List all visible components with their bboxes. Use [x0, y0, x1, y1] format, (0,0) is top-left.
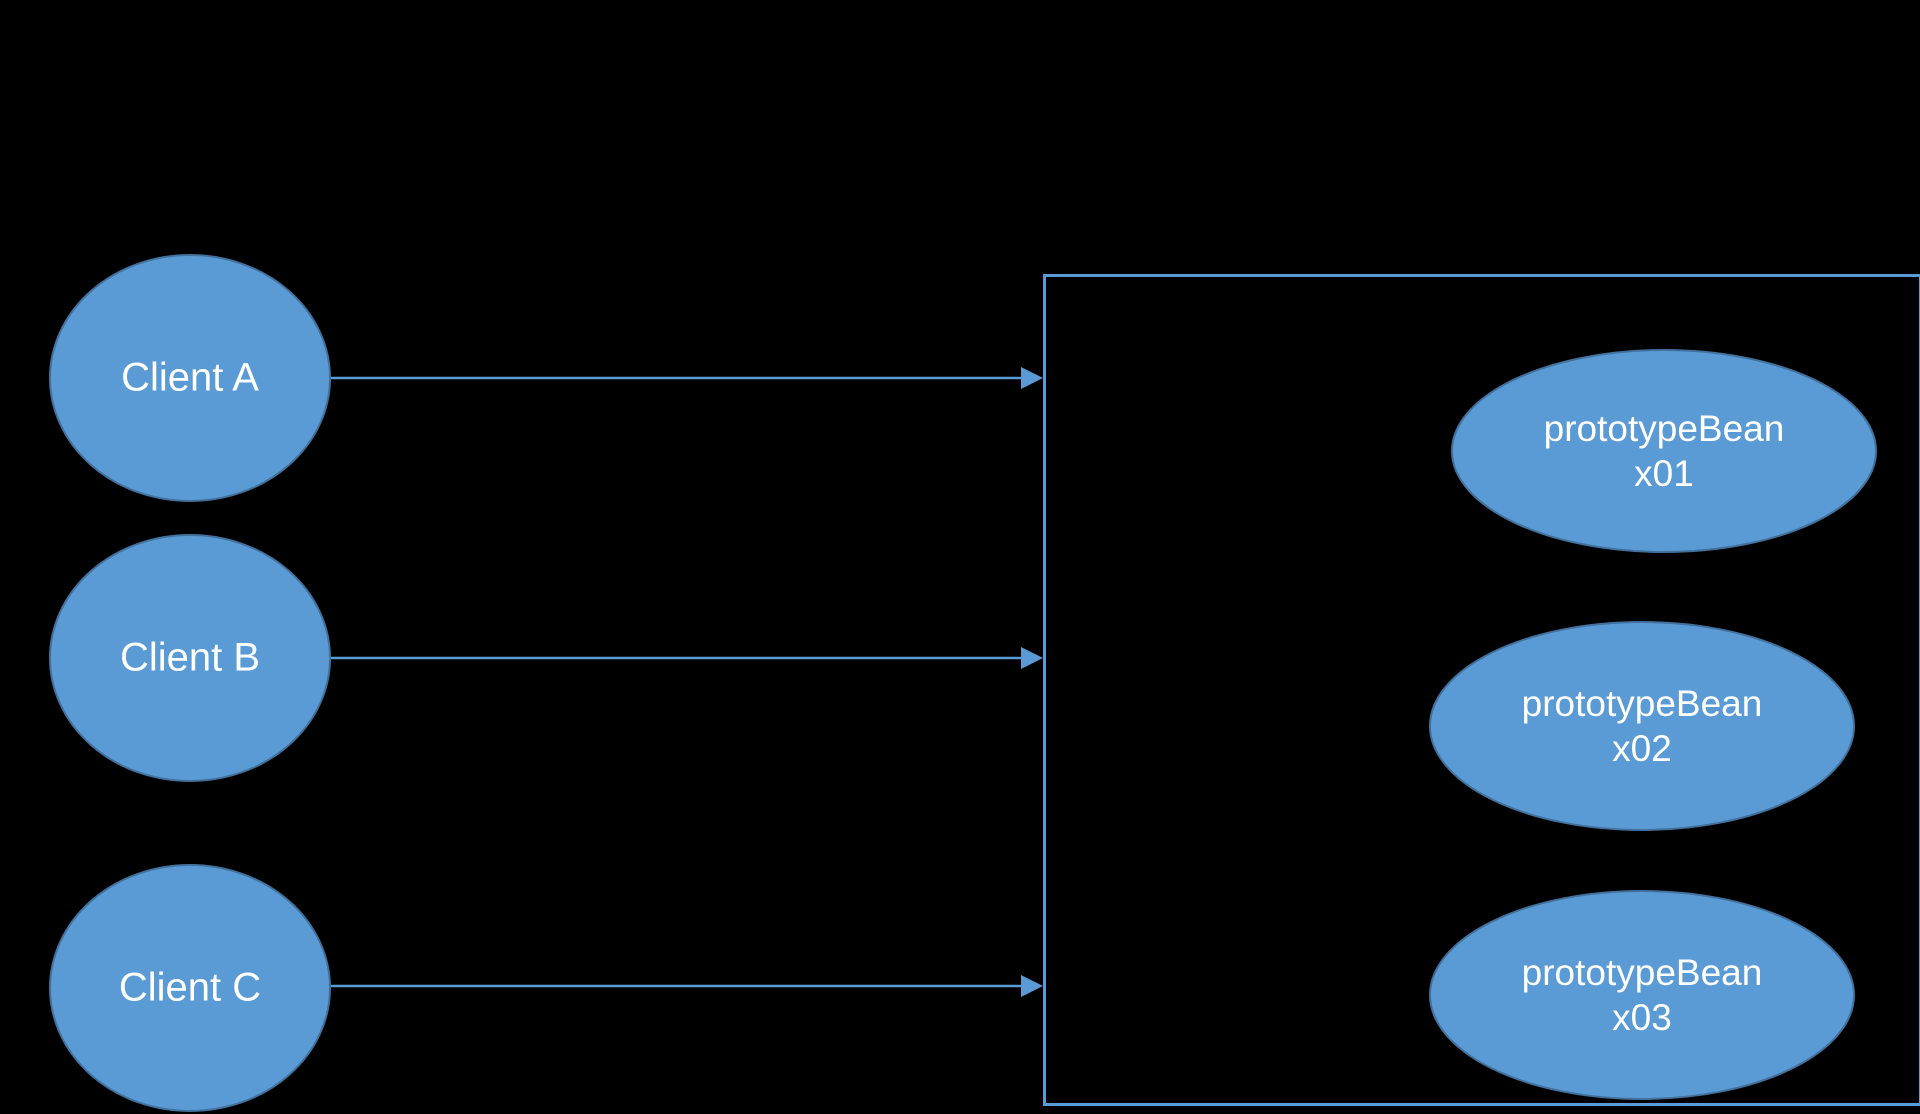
node-client-c[interactable]: Client C — [49, 864, 331, 1112]
node-prototype-bean-x01[interactable]: prototypeBean x01 — [1451, 349, 1877, 553]
node-prototype-bean-x02[interactable]: prototypeBean x02 — [1429, 621, 1855, 831]
connector-client-a — [330, 367, 1043, 389]
client-c-label: Client C — [119, 966, 261, 1010]
node-prototype-bean-x03[interactable]: prototypeBean x03 — [1429, 890, 1855, 1100]
prototype-bean-x01-label-line1: prototypeBean — [1544, 408, 1785, 449]
client-a-circle[interactable] — [49, 254, 331, 502]
prototype-bean-x01-label-line2: x01 — [1634, 453, 1694, 494]
connector-client-b — [330, 647, 1043, 669]
client-b-circle[interactable] — [49, 534, 331, 782]
arrow-head-client-c — [1021, 975, 1043, 997]
prototype-bean-x02-label-line2: x02 — [1612, 728, 1672, 769]
prototype-bean-x03-label-line1: prototypeBean — [1522, 952, 1763, 993]
node-client-a[interactable]: Client A — [49, 254, 331, 502]
node-client-b[interactable]: Client B — [49, 534, 331, 782]
arrow-head-client-b — [1021, 647, 1043, 669]
connector-client-c — [330, 975, 1043, 997]
spring-container-box — [1043, 274, 1920, 1106]
client-a-label: Client A — [121, 356, 259, 400]
arrow-head-client-a — [1021, 367, 1043, 389]
prototype-bean-x02-label-line1: prototypeBean — [1522, 683, 1763, 724]
client-c-circle[interactable] — [49, 864, 331, 1112]
client-b-label: Client B — [120, 636, 260, 680]
prototype-bean-x03-ellipse[interactable] — [1429, 890, 1855, 1100]
prototype-bean-x01-ellipse[interactable] — [1451, 349, 1877, 553]
prototype-bean-x03-label-line2: x03 — [1612, 997, 1672, 1038]
prototype-bean-x02-ellipse[interactable] — [1429, 621, 1855, 831]
